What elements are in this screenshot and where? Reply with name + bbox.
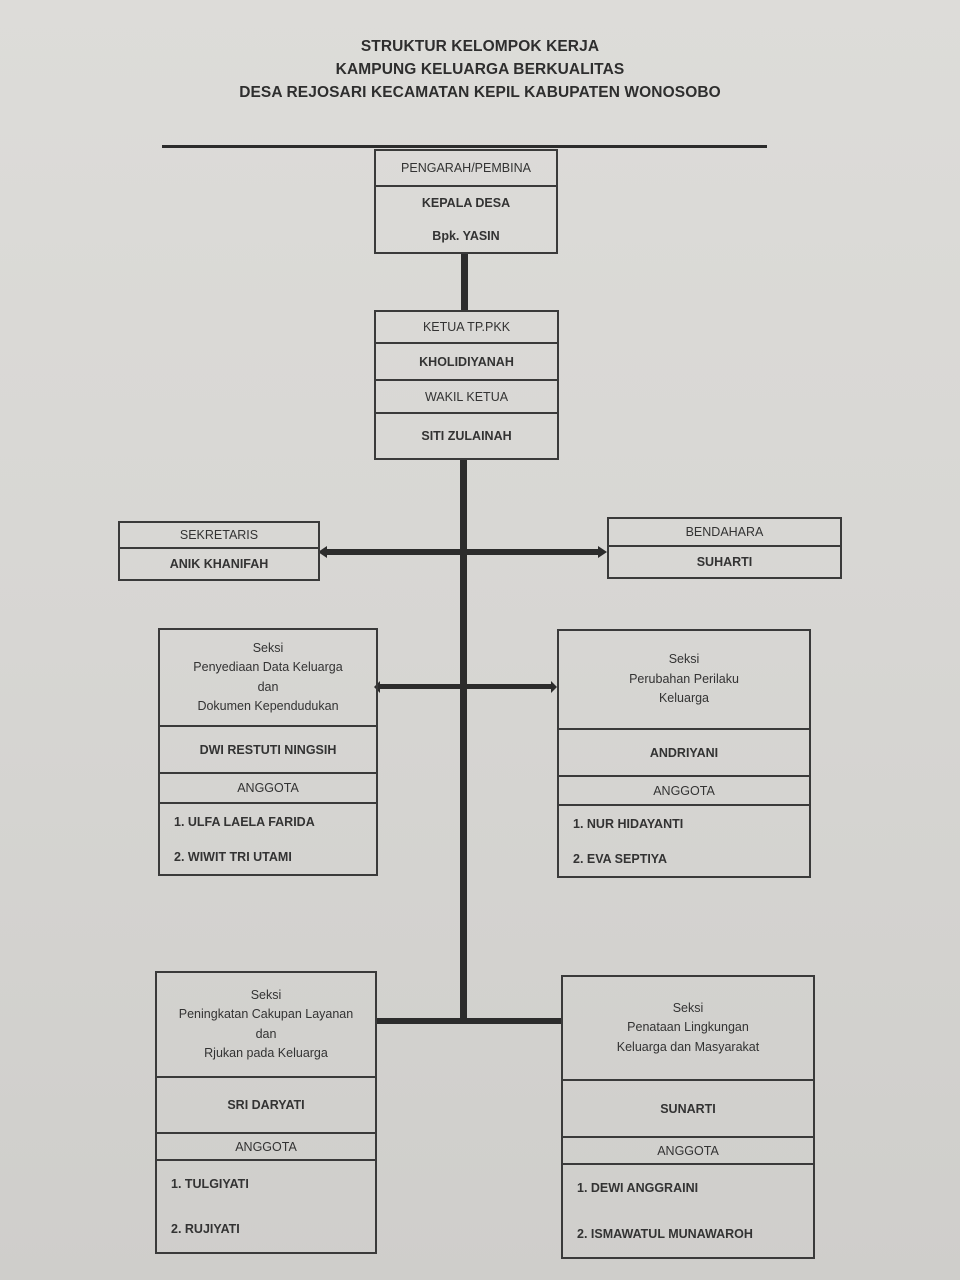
seksi-box-perubahan-perilaku: Seksi Perubahan Perilaku Keluarga ANDRIY… (557, 629, 811, 878)
members-list: 1. NUR HIDAYANTI 2. EVA SEPTIYA (559, 806, 809, 876)
seksi-title-line: Perubahan Perilaku (629, 671, 739, 686)
seksi-title: Seksi Peningkatan Cakupan Layanan dan Rj… (157, 973, 375, 1078)
top-rule (162, 145, 767, 148)
bendahara-role: BENDAHARA (609, 519, 840, 547)
seksi-title-line: Seksi (250, 987, 282, 1002)
wakil-ketua-name: SITI ZULAINAH (421, 429, 512, 443)
member-item: 1. DEWI ANGGRAINI (577, 1181, 699, 1195)
anggota-label: ANGGOTA (563, 1138, 813, 1165)
sekretaris-box: SEKRETARIS ANIK KHANIFAH (118, 521, 320, 581)
ketua-role: KETUA TP.PKK (376, 312, 557, 344)
seksi-box-cakupan-layanan: Seksi Peningkatan Cakupan Layanan dan Rj… (155, 971, 377, 1254)
connector-seksi-row-2 (376, 1018, 562, 1024)
bendahara-box: BENDAHARA SUHARTI (607, 517, 842, 579)
arrow-right-icon (598, 546, 607, 558)
arrow-left-icon (318, 546, 327, 558)
pengarah-box: PENGARAH/PEMBINA KEPALA DESA Bpk. YASIN (374, 149, 558, 254)
seksi-title-line: Seksi (252, 640, 284, 655)
member-item: 2. RUJIYATI (171, 1222, 240, 1237)
members-list: 1. DEWI ANGGRAINI 2. ISMAWATUL MUNAWAROH (563, 1165, 813, 1257)
connector-sekretaris-bendahara (326, 549, 598, 555)
ketua-box: KETUA TP.PKK KHOLIDIYANAH WAKIL KETUA SI… (374, 310, 559, 460)
pengarah-role: PENGARAH/PEMBINA (376, 151, 556, 187)
pengarah-position: KEPALA DESA (421, 196, 511, 211)
member-item: 1. NUR HIDAYANTI (573, 816, 684, 831)
seksi-title: Seksi Perubahan Perilaku Keluarga (559, 631, 809, 730)
seksi-title-line: Peningkatan Cakupan Layanan (178, 1007, 354, 1021)
sekretaris-role: SEKRETARIS (120, 523, 318, 549)
anggota-label: ANGGOTA (157, 1134, 375, 1161)
connector-seksi-row-1 (377, 684, 551, 689)
arrow-right-icon (551, 681, 557, 693)
seksi-title-line: Rjukan pada Keluarga (204, 1046, 328, 1060)
members-list: 1. TULGIYATI 2. RUJIYATI (157, 1161, 375, 1252)
pengarah-detail: KEPALA DESA Bpk. YASIN (376, 187, 556, 252)
sekretaris-name: ANIK KHANIFAH (169, 557, 269, 571)
wakil-ketua-role: WAKIL KETUA (376, 381, 557, 414)
seksi-box-data-keluarga: Seksi Penyediaan Data Keluarga dan Dokum… (158, 628, 378, 876)
member-item: 2. WIWIT TRI UTAMI (174, 849, 292, 864)
anggota-label: ANGGOTA (559, 777, 809, 806)
seksi-head: DWI RESTUTI NINGSIH (160, 727, 376, 774)
seksi-head: SRI DARYATI (157, 1078, 375, 1134)
seksi-title: Seksi Penyediaan Data Keluarga dan Dokum… (160, 630, 376, 727)
seksi-title-line: Penyediaan Data Keluarga (193, 660, 343, 674)
connector-main-trunk (460, 458, 467, 1020)
seksi-head: ANDRIYANI (559, 730, 809, 777)
seksi-title-line: dan (255, 1026, 277, 1041)
seksi-title-line: dan (257, 679, 279, 694)
title-line-1: STRUKTUR KELOMPOK KERJA (360, 38, 600, 55)
title-line-3: DESA REJOSARI KECAMATAN KEPIL KABUPATEN … (239, 84, 721, 101)
seksi-title-line: Keluarga (658, 691, 710, 706)
seksi-title-line: Seksi (668, 652, 700, 667)
seksi-title-line: Seksi (672, 1000, 704, 1015)
members-list: 1. ULFA LAELA FARIDA 2. WIWIT TRI UTAMI (160, 804, 376, 874)
title-line-2: KAMPUNG KELUARGA BERKUALITAS (335, 61, 625, 78)
pengarah-name: Bpk. YASIN (432, 228, 500, 243)
seksi-head: SUNARTI (563, 1081, 813, 1138)
seksi-box-penataan-lingkungan: Seksi Penataan Lingkungan Keluarga dan M… (561, 975, 815, 1259)
bendahara-name: SUHARTI (696, 555, 753, 569)
member-item: 1. ULFA LAELA FARIDA (174, 814, 315, 829)
seksi-title-line: Penataan Lingkungan (627, 1020, 749, 1035)
member-item: 1. TULGIYATI (171, 1176, 249, 1191)
connector-pengarah-ketua (461, 252, 468, 310)
ketua-name: KHOLIDIYANAH (376, 344, 557, 381)
anggota-label: ANGGOTA (160, 774, 376, 804)
seksi-title-line: Keluarga dan Masyarakat (616, 1039, 760, 1054)
seksi-title-line: Dokumen Kependudukan (197, 699, 339, 713)
member-item: 2. ISMAWATUL MUNAWAROH (577, 1227, 753, 1241)
member-item: 2. EVA SEPTIYA (573, 851, 668, 866)
seksi-title: Seksi Penataan Lingkungan Keluarga dan M… (563, 977, 813, 1081)
